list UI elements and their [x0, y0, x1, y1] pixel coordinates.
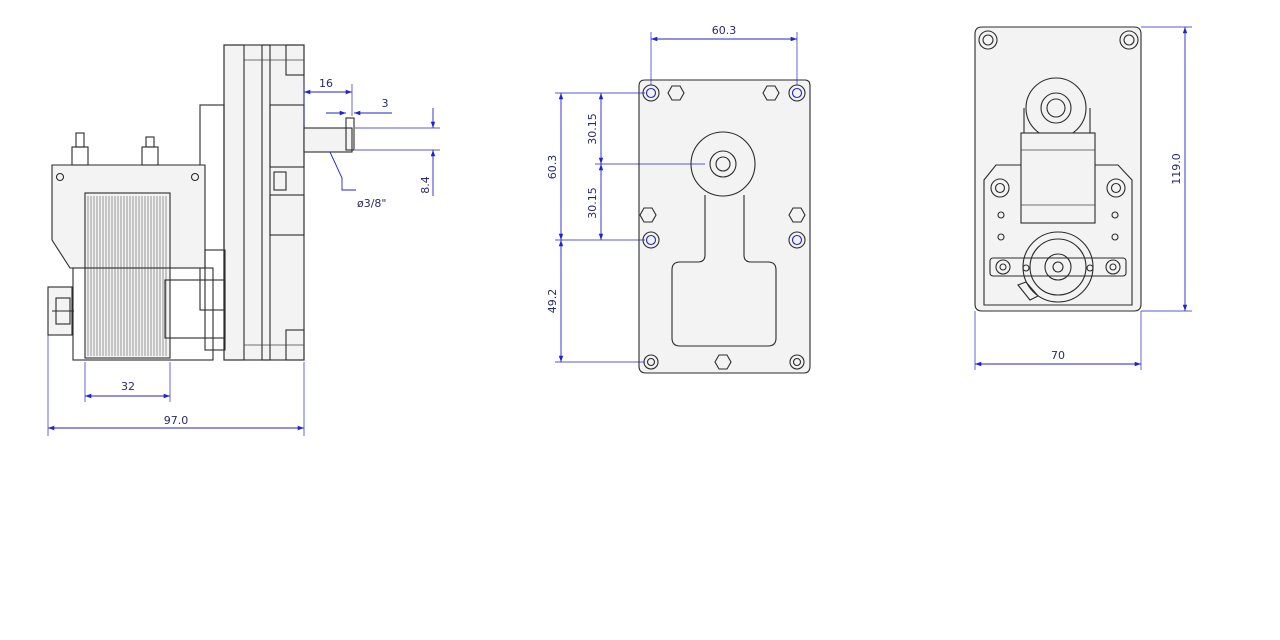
mount-hole-top-left [645, 87, 657, 99]
motor-coil [84, 192, 171, 359]
dim-hole-spacing-vertical: 60.3 [546, 155, 559, 180]
side-view: 97.0 32 16 3 8.4 ø3/8" [47, 44, 440, 436]
mount-hole-top-right [791, 87, 803, 99]
dim-shaft-diameter: ø3/8" [357, 197, 387, 210]
dim-shaft-length: 16 [319, 77, 333, 90]
dim-rear-width: 70 [1051, 349, 1065, 362]
rear-shaft-boss [1025, 77, 1087, 139]
mount-hole-mid-left [645, 234, 657, 246]
dim-overall-length: 97.0 [164, 414, 189, 427]
dim-coil-width: 32 [121, 380, 135, 393]
rear-view: 119.0 70 [974, 26, 1192, 370]
dim-hole-spacing-horizontal: 60.3 [712, 24, 737, 37]
mount-hole-mid-right [791, 234, 803, 246]
front-view: 60.3 60.3 30.15 30.15 49.2 [546, 24, 811, 374]
dim-half-spacing-lower: 30.15 [586, 187, 599, 219]
dim-half-spacing-upper: 30.15 [586, 113, 599, 145]
dim-shaft-flat: 8.4 [419, 176, 432, 194]
rear-coil [1020, 132, 1096, 224]
gearbox-housing [223, 44, 305, 361]
dim-shaft-step: 3 [382, 97, 389, 110]
dim-lower-offset: 49.2 [546, 289, 559, 314]
mounting-plate [638, 79, 811, 374]
output-shaft [303, 127, 353, 153]
dim-rear-height: 119.0 [1170, 153, 1183, 185]
